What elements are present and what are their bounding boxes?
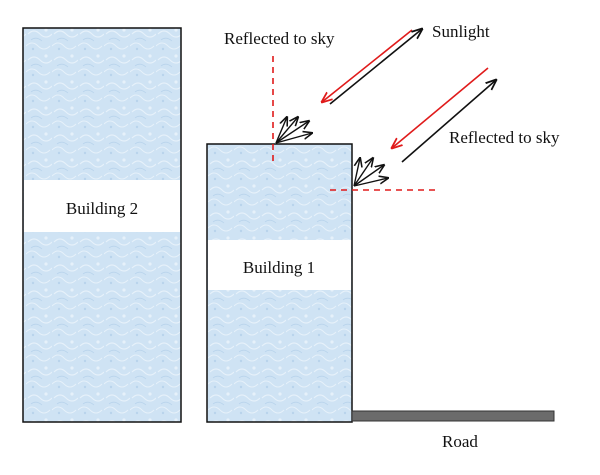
roof-fan-arrow-1 <box>275 117 287 144</box>
sunlight-arrow-facade <box>392 67 489 148</box>
building-2-label-band <box>24 180 180 232</box>
reflected-to-sky-label-top: Reflected to sky <box>224 29 335 48</box>
reflected-arrow-roof <box>329 29 422 105</box>
facade-fan-arrow-2 <box>353 158 373 187</box>
facade-reflection-fan <box>353 158 388 187</box>
roof-reflection-fan <box>275 117 312 144</box>
roof-fan-arrow-2 <box>275 117 298 144</box>
facade-fan-arrow-1 <box>353 158 360 187</box>
road-surface <box>351 410 555 422</box>
building-1: Building 1 <box>206 143 353 423</box>
building-1-label: Building 1 <box>243 258 315 277</box>
sunlight-label: Sunlight <box>432 22 490 41</box>
facade-fan-arrow-4 <box>353 178 388 187</box>
sunlight-arrow-roof <box>322 29 413 102</box>
roof-fan-arrow-3 <box>275 121 309 144</box>
road-label: Road <box>442 432 478 451</box>
facade-fan-arrow-3 <box>353 165 384 187</box>
building-1-label-band <box>208 240 351 290</box>
road: Road <box>351 410 555 451</box>
roof-fan-arrow-4 <box>275 133 312 144</box>
building-2-label: Building 2 <box>66 199 138 218</box>
building-2: Building 2 <box>22 27 182 423</box>
reflected-arrow-facade <box>401 80 496 163</box>
reflected-to-sky-label-side: Reflected to sky <box>449 128 560 147</box>
